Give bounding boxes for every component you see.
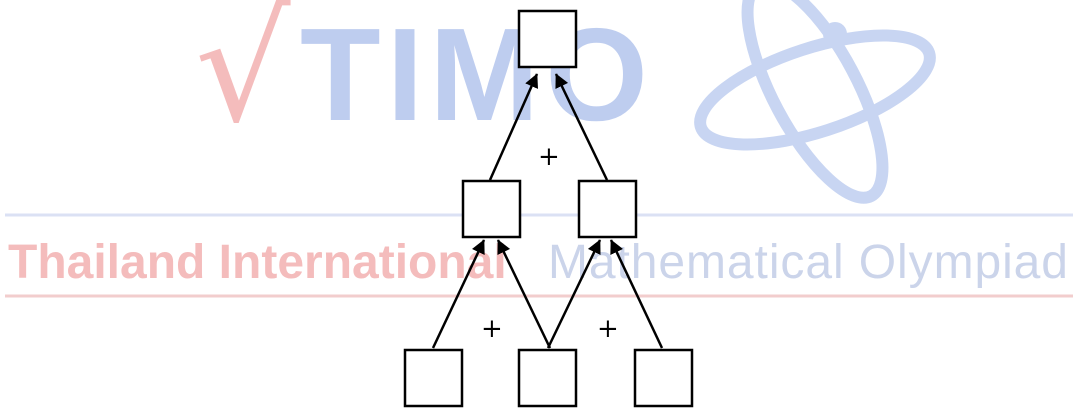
box-bottom-center xyxy=(517,348,578,408)
watermark-subtitle-light: Mathematical Olympiad xyxy=(548,236,1068,289)
plus-label-bottom-right: + xyxy=(597,314,619,344)
watermark: √ TIMO Thailand International Mathematic… xyxy=(5,0,1073,298)
box-bottom-right xyxy=(633,348,694,408)
plus-label-top: + xyxy=(538,142,560,172)
atom-icon xyxy=(694,0,936,204)
watermark-logo-word: TIMO xyxy=(300,1,654,148)
box-middle-left xyxy=(461,179,522,239)
arrow-mid-left-to-top xyxy=(488,73,539,181)
watermark-logo-check: √ xyxy=(195,0,291,156)
arrows xyxy=(431,73,664,349)
plus-label-bottom-left: + xyxy=(481,314,503,344)
arrow-bottom-right-to-mid-right xyxy=(609,239,664,349)
box-top xyxy=(517,9,578,69)
arrow-bottom-center-to-mid-left xyxy=(496,239,552,349)
arrow-bottom-left-to-mid-left xyxy=(431,239,486,349)
box-bottom-left xyxy=(403,348,464,408)
box-middle-right xyxy=(577,179,638,239)
arrow-bottom-center-to-mid-right xyxy=(546,239,602,349)
watermark-subtitle-bold: Thailand International xyxy=(8,236,507,289)
operators: + + + xyxy=(481,142,619,344)
boxes xyxy=(403,9,694,408)
arrow-mid-right-to-top xyxy=(554,73,609,181)
